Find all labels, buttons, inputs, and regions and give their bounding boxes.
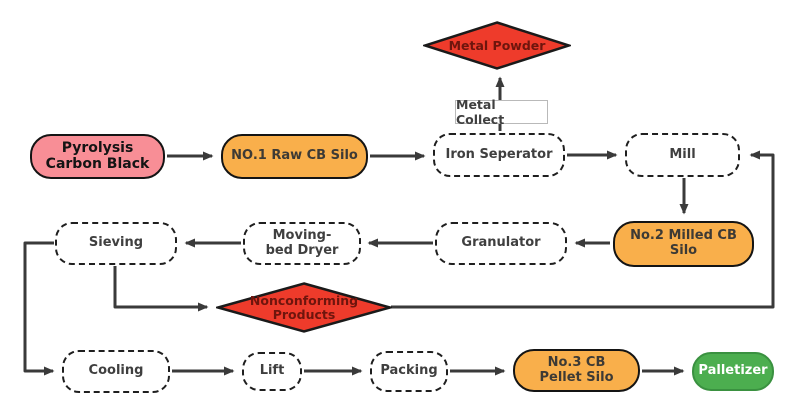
node-label: No.3 CB Pellet Silo xyxy=(539,354,614,385)
edge-label-text: Metal Collect xyxy=(456,97,505,127)
node-label: Packing xyxy=(380,363,438,379)
node-label: No.2 Milled CB Silo xyxy=(630,228,737,258)
node-no2-milled-cb-silo: No.2 Milled CB Silo xyxy=(613,221,754,267)
node-no3-cb-pellet-silo: No.3 CB Pellet Silo xyxy=(513,349,640,392)
node-sieving: Sieving xyxy=(55,222,177,265)
node-granulator: Granulator xyxy=(435,222,567,265)
edge-nonconforming-to-mill xyxy=(391,150,775,309)
diamond-shape xyxy=(216,282,392,333)
node-iron-separator: Iron Seperator xyxy=(433,133,565,177)
node-lift: Lift xyxy=(242,352,302,391)
node-label: Metal Powder xyxy=(448,37,546,53)
node-moving-bed-dryer: Moving-bed Dryer xyxy=(243,222,361,265)
node-metal-powder: Metal Powder xyxy=(423,21,571,70)
edge-label-metal-collect: Metal Collect xyxy=(455,97,548,127)
node-mill: Mill xyxy=(625,133,740,177)
node-label: Mill xyxy=(669,146,696,162)
node-label: NO.1 Raw CB Silo xyxy=(231,148,358,164)
node-label: Nonconforming Products xyxy=(249,292,359,322)
node-packing: Packing xyxy=(370,351,448,392)
node-label: Iron Seperator xyxy=(445,146,553,162)
node-label: Cooling xyxy=(88,363,144,379)
node-label: Pyrolysis Carbon Black xyxy=(45,139,150,172)
node-palletizer: Palletizer xyxy=(692,352,774,391)
diamond-shape xyxy=(423,21,571,70)
node-label: Granulator xyxy=(461,235,541,251)
edge-sieving-to-nonconforming xyxy=(113,266,209,312)
node-label: Palletizer xyxy=(698,363,768,379)
node-cooling: Cooling xyxy=(62,350,170,393)
edge-sieving-to-cooling xyxy=(23,241,55,376)
node-label: Moving-bed Dryer xyxy=(265,227,339,258)
node-label: Sieving xyxy=(88,235,144,251)
node-nonconforming-products: Nonconforming Products xyxy=(216,282,392,333)
node-label: Lift xyxy=(259,363,285,379)
node-no1-raw-cb-silo: NO.1 Raw CB Silo xyxy=(221,134,368,179)
node-pyrolysis-carbon-black: Pyrolysis Carbon Black xyxy=(30,134,165,179)
